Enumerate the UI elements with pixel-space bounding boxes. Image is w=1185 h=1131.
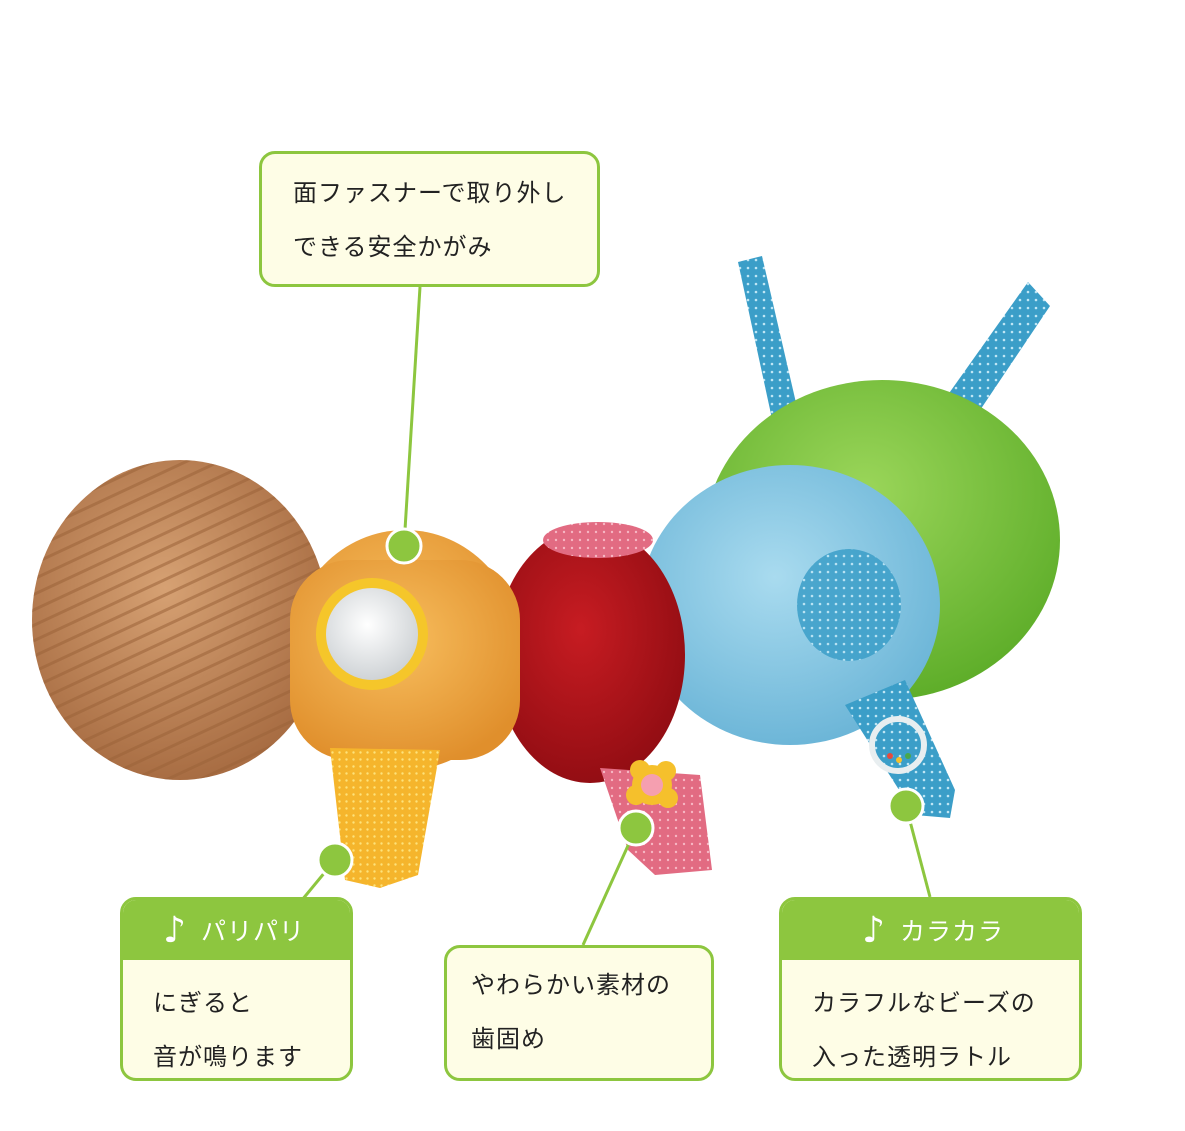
paripari-callout: ♪ パリパリ にぎると 音が鳴ります — [120, 897, 353, 1081]
clear-rattle — [869, 716, 927, 774]
flower-teether — [626, 760, 678, 808]
rattle-callout-header: ♪ カラカラ — [782, 900, 1079, 960]
rattle-tab — [845, 680, 955, 818]
teether-callout-line2: 歯固め — [471, 1025, 546, 1053]
mirror-leader-line — [402, 286, 422, 547]
safety-mirror — [326, 588, 418, 680]
mirror-callout-line1: 面ファスナーで取り外し — [293, 179, 567, 207]
rattle-callout-title: カラカラ — [899, 917, 1004, 946]
pink-top-patch — [543, 522, 653, 558]
mirror-marker-dot — [385, 527, 423, 565]
paripari-marker-dot — [316, 841, 354, 879]
music-note-icon: ♪ — [862, 909, 886, 951]
mirror-callout-line2: できる安全かがみ — [293, 233, 493, 261]
rattle-callout: ♪ カラカラ カラフルなビーズの 入った透明ラトル — [779, 897, 1082, 1081]
paripari-callout-line2: 音が鳴ります — [153, 1043, 303, 1071]
rattle-callout-line1: カラフルなビーズの — [812, 989, 1036, 1017]
teether-callout: やわらかい素材の 歯固め — [444, 945, 714, 1081]
music-note-icon: ♪ — [163, 909, 187, 951]
blue-dot-patch — [797, 549, 901, 661]
mirror-callout: 面ファスナーで取り外し できる安全かがみ — [259, 151, 600, 287]
rattle-marker-dot — [887, 787, 925, 825]
paripari-callout-header: ♪ パリパリ — [123, 900, 350, 960]
teether-callout-line1: やわらかい素材の — [471, 971, 671, 999]
red-segment — [495, 527, 685, 783]
paripari-callout-line1: にぎると — [153, 989, 253, 1017]
teether-marker-dot — [617, 809, 655, 847]
crinkle-tab — [330, 748, 440, 888]
teether-leader-line — [581, 827, 638, 946]
blue-segment — [640, 465, 940, 745]
rattle-callout-line2: 入った透明ラトル — [812, 1043, 1012, 1071]
paripari-callout-title: パリパリ — [200, 917, 305, 946]
left-antenna — [738, 256, 800, 428]
